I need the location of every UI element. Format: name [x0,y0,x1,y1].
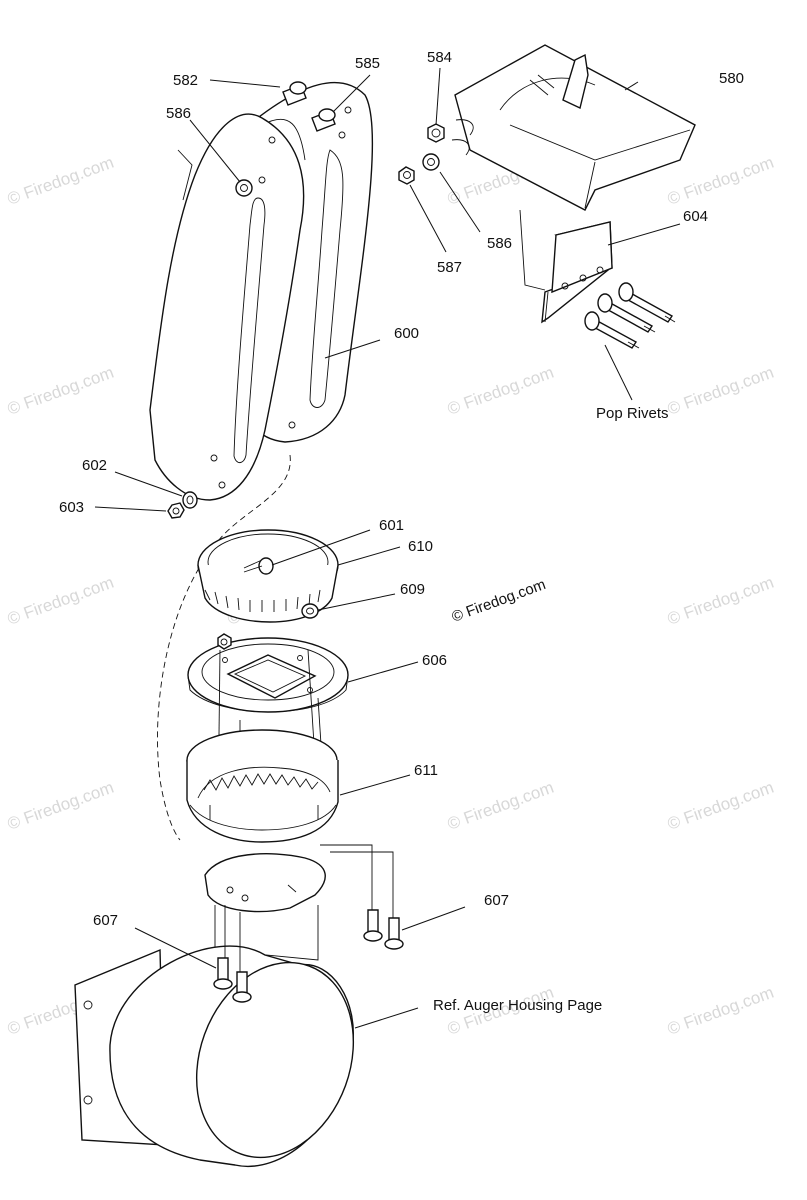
watermark-main: © Firedog.com [450,576,548,626]
watermark: © Firedog.com [5,153,116,209]
watermark-layer: © Firedog.com © Firedog.com © Firedog.co… [5,153,776,1039]
watermark: © Firedog.com [665,153,776,209]
watermark: © Firedog.com [5,363,116,419]
label-584: 584 [427,49,452,66]
label-604: 604 [683,208,708,225]
chute-side-panels-600 [149,81,374,501]
watermark: © Firedog.com [665,983,776,1039]
chute-phantom-outline [157,454,291,841]
label-pop-rivets: Pop Rivets [596,405,669,422]
label-587: 587 [437,259,462,276]
bolts-582-585 [282,81,336,132]
label-586-right: 586 [487,235,512,252]
plate-606 [187,633,349,821]
plate-604 [519,209,613,324]
label-607-right: 607 [484,892,509,909]
watermark: © Firedog.com [5,778,116,834]
watermark: © Firedog.com [445,778,556,834]
label-600: 600 [394,325,419,342]
washer-nut-602-603 [167,491,198,519]
label-611: 611 [414,762,438,779]
label-607-left: 607 [93,912,118,929]
nuts-584-586-587 [398,123,445,185]
auger-housing-drum [74,945,355,1167]
watermark: © Firedog.com [5,573,116,629]
pop-rivets [584,282,676,349]
label-603: 603 [59,499,84,516]
watermark: © Firedog.com [665,363,776,419]
label-609: 609 [400,581,425,598]
label-586-left: 586 [166,105,191,122]
deflector-580 [451,44,696,211]
watermark: © Firedog.com [665,778,776,834]
label-582: 582 [173,72,198,89]
watermark: © Firedog.com [665,573,776,629]
label-601: 601 [379,517,404,534]
chute-bolt-hole [235,179,253,197]
label-580: 580 [719,70,744,87]
ring-610 [197,529,339,623]
part-number-labels: 582 585 586 584 580 586 587 604 600 Pop … [59,49,744,1014]
label-602: 602 [82,457,107,474]
bracket-plate [204,853,326,961]
label-606: 606 [422,652,447,669]
screws-607 [213,844,404,1003]
leader-lines [94,67,681,1029]
label-610: 610 [408,538,433,555]
watermark: © Firedog.com [445,363,556,419]
gear-ring-611 [186,729,339,843]
label-ref-auger-housing: Ref. Auger Housing Page [433,997,602,1014]
label-585: 585 [355,55,380,72]
